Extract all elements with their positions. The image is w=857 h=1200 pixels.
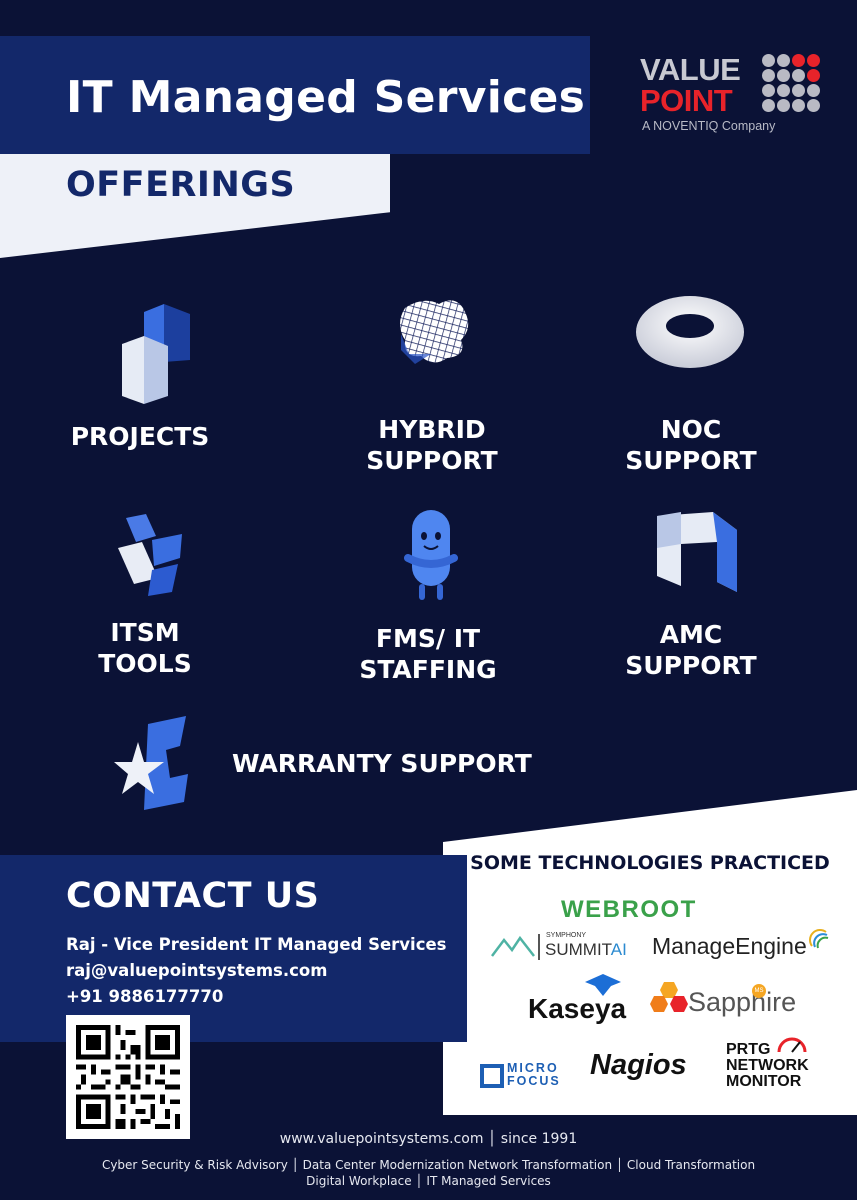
microfocus-logo: MICRO FOCUS [507, 1061, 561, 1088]
symphony-divider [538, 934, 540, 960]
contact-title: CONTACT US [66, 876, 320, 916]
logo-value-text: VALUE [640, 52, 741, 87]
contact-band [0, 855, 467, 1042]
sapphire-logo: Sapphire [688, 987, 797, 1017]
offerings-heading: OFFERINGS [66, 165, 296, 205]
grid-star-icon [400, 300, 469, 364]
symphony-mountain-icon [491, 935, 535, 957]
prtg-gauge-icon [777, 1037, 807, 1053]
footer-services-line-2: Digital Workplace │ IT Managed Services [306, 1174, 551, 1188]
offering-warranty-support: WARRANTY SUPPORT [232, 749, 532, 778]
technologies-panel [443, 790, 857, 1115]
torus-icon [636, 296, 744, 368]
logo-dots-icon [762, 54, 822, 114]
contact-email[interactable]: raj@valuepointsystems.com [66, 961, 328, 980]
kaseya-bird-icon [585, 974, 621, 996]
qr-code-icon [76, 1025, 180, 1129]
contact-name: Raj - Vice President IT Managed Services [66, 935, 447, 954]
nagios-logo: Nagios [590, 1049, 687, 1081]
page-title: IT Managed Services [66, 72, 586, 123]
manageengine-logo: ManageEngine [652, 933, 807, 959]
footer-services-line-1: Cyber Security & Risk Advisory │ Data Ce… [101, 1158, 756, 1172]
mascot-pill-icon [404, 510, 458, 600]
logo-point-text: POINT [640, 83, 733, 118]
sapphire-cluster-icon [650, 982, 688, 1012]
offering-noc-support: NOC SUPPORT [625, 415, 757, 475]
offering-fms-it-staffing: FMS/ IT STAFFING [359, 624, 497, 684]
qr-code[interactable] [66, 1015, 190, 1139]
footer-website[interactable]: www.valuepointsystems.com │ since 1991 [279, 1131, 578, 1147]
projects-block-icon [122, 304, 190, 404]
n-shape-icon [657, 512, 737, 592]
offering-hybrid-support: HYBRID SUPPORT [366, 415, 498, 475]
manageengine-arc-icon [809, 929, 829, 949]
logo-subtitle: A NOVENTIQ Company [642, 119, 776, 133]
symphony-small-text: SYMPHONY [546, 932, 587, 939]
contact-phone[interactable]: +91 9886177770 [66, 987, 224, 1006]
title-band [0, 36, 590, 154]
webroot-logo: WEBROOT [561, 896, 697, 923]
symphony-summit-logo: SUMMITAI [545, 940, 627, 959]
kaseya-logo: Kaseya [528, 993, 627, 1024]
offering-amc-support: AMC SUPPORT [625, 620, 757, 680]
cross-blocks-icon [118, 514, 182, 596]
offering-itsm-tools: ITSM TOOLS [98, 618, 192, 678]
technologies-heading: SOME TECHNOLOGIES PRACTICED [470, 852, 830, 874]
offering-projects: PROJECTS [70, 422, 210, 451]
microfocus-square-icon [480, 1064, 504, 1088]
star-shield-icon [114, 716, 188, 810]
prtg-logo: PRTG NETWORK MONITOR [726, 1041, 809, 1090]
sapphire-ms-badge: MS [752, 984, 766, 998]
